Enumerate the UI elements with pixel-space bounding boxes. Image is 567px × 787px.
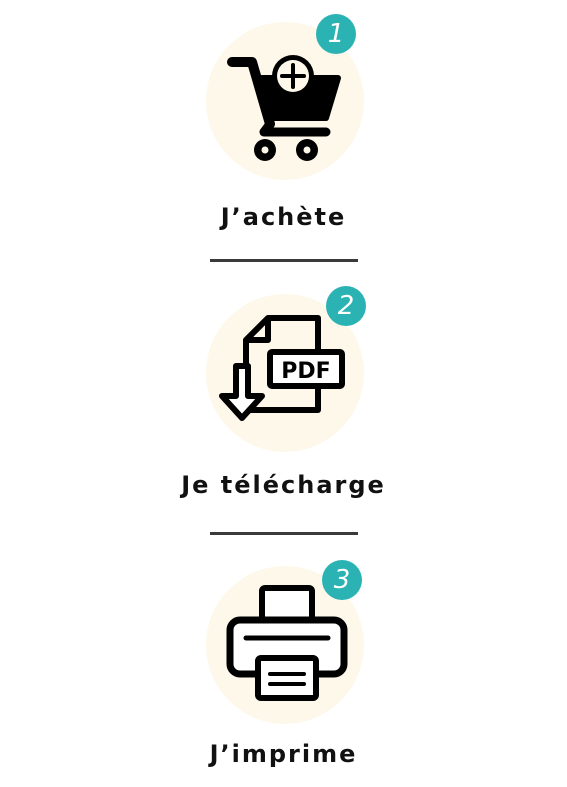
printer-icon [226,585,348,701]
step-3-label: J’imprime [209,740,358,768]
step-2-number-badge: 2 [326,286,366,326]
step-1: 1 J’achète [0,0,567,240]
step-3: 3 J’imprime [0,540,567,780]
pdf-download-icon: PDF [219,315,345,421]
svg-text:PDF: PDF [281,359,330,384]
step-3-number-badge: 3 [322,560,362,600]
step-1-label: J’achète [220,203,347,231]
cart-plus-icon [227,55,341,161]
step-2: PDF 2 Je télécharge [0,268,567,508]
step-2-label: Je télécharge [181,471,386,499]
divider-2 [210,532,358,535]
divider-1 [210,259,358,262]
step-1-number-badge: 1 [316,14,356,54]
